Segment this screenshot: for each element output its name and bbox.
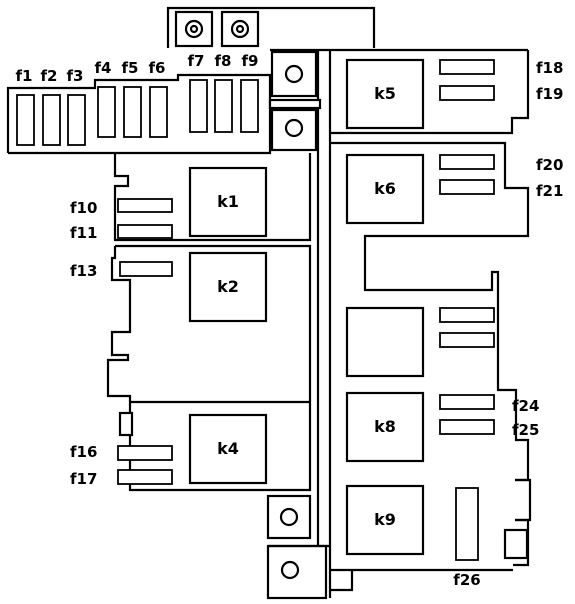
label-k6: k6: [374, 179, 396, 198]
label-k8: k8: [374, 417, 396, 436]
board-outline: [6, 6, 532, 600]
relay-k6: [345, 153, 425, 225]
label-f10: f10: [70, 199, 97, 217]
label-f17: f17: [70, 470, 97, 488]
stud-2: [270, 108, 318, 152]
relay-labels: k1 k2 k4 k5 k6 k8 k9: [217, 84, 396, 529]
label-f3: f3: [67, 67, 84, 85]
label-k5: k5: [374, 84, 396, 103]
label-f8: f8: [215, 52, 232, 70]
top-connector-left: [174, 10, 214, 48]
fuse-f19: [439, 85, 495, 101]
label-f1: f1: [16, 67, 33, 85]
label-f26: f26: [453, 571, 480, 589]
label-f18: f18: [536, 59, 563, 77]
label-k9: k9: [374, 510, 396, 529]
label-f9: f9: [242, 52, 259, 70]
stud-1: [270, 50, 318, 98]
fuse-f6: [149, 86, 168, 138]
fuse-f9: [240, 79, 259, 133]
label-f6: f6: [149, 59, 166, 77]
label-k1: k1: [217, 192, 239, 211]
relay-unlabeled: [345, 306, 425, 378]
relay-k9: [345, 484, 425, 556]
bus-bar: [268, 98, 322, 110]
fuse-f17: [117, 469, 173, 485]
fuse-labels: f1 f2 f3 f4 f5 f6 f7 f8 f9 f10 f11 f13 f…: [16, 52, 564, 589]
label-k4: k4: [217, 439, 239, 458]
fuse-f21: [439, 179, 495, 195]
fuse-f1: [16, 94, 35, 146]
label-k2: k2: [217, 277, 239, 296]
fuse-f4: [97, 86, 116, 138]
relay-k8: [345, 391, 425, 463]
fuse-f2: [42, 94, 61, 146]
label-f2: f2: [41, 67, 58, 85]
small-tab: [118, 411, 134, 437]
fuse-f13: [119, 261, 173, 277]
label-f5: f5: [122, 59, 139, 77]
relays: [188, 58, 529, 560]
fuse-f16: [117, 445, 173, 461]
fuse-f3: [67, 94, 86, 146]
fuse-f7: [189, 79, 208, 133]
fuse-f25: [439, 419, 495, 435]
label-f19: f19: [536, 85, 563, 103]
label-f20: f20: [536, 156, 563, 174]
label-f7: f7: [188, 52, 205, 70]
fuse-slots: [16, 59, 495, 561]
top-connector-right: [220, 10, 260, 48]
relay-k4: [188, 413, 268, 485]
label-f16: f16: [70, 443, 97, 461]
fuse-f18: [439, 59, 495, 75]
label-f24: f24: [512, 397, 539, 415]
label-f13: f13: [70, 262, 97, 280]
stud-3: [266, 494, 312, 540]
fuse-f20: [439, 154, 495, 170]
fuse-unlabeled-1: [439, 307, 495, 323]
fuse-f8: [214, 79, 233, 133]
relay-k5: [345, 58, 425, 130]
fuse-f24: [439, 394, 495, 410]
pin-block: [503, 528, 529, 560]
label-f25: f25: [512, 421, 539, 439]
label-f21: f21: [536, 182, 563, 200]
fuse-unlabeled-2: [439, 332, 495, 348]
fuse-f26: [455, 487, 479, 561]
fuse-f5: [123, 86, 142, 138]
label-f11: f11: [70, 224, 97, 242]
relay-k1: [188, 166, 268, 238]
fuse-f10: [117, 198, 173, 213]
label-f4: f4: [95, 59, 112, 77]
fuse-f11: [117, 224, 173, 239]
relay-k2: [188, 251, 268, 323]
